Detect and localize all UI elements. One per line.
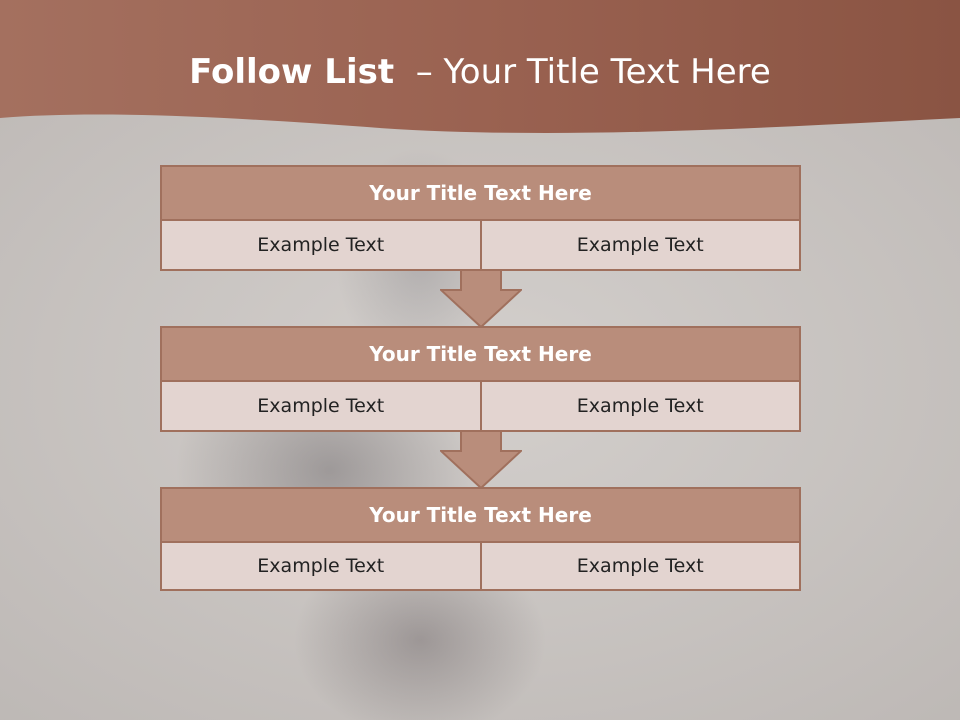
step-cell-left: Example Text (160, 543, 482, 591)
down-arrow-icon (440, 270, 522, 328)
step-row: Example Text Example Text (160, 221, 801, 271)
step-title: Your Title Text Here (160, 165, 801, 221)
step-cell-right: Example Text (481, 382, 801, 432)
step-title: Your Title Text Here (160, 326, 801, 382)
step-cell-right: Example Text (481, 543, 801, 591)
slide-title: Follow List – Your Title Text Here (0, 52, 960, 92)
step-block: Your Title Text Here Example Text Exampl… (160, 487, 801, 591)
step-title: Your Title Text Here (160, 487, 801, 543)
step-block: Your Title Text Here Example Text Exampl… (160, 165, 801, 271)
step-cell-left: Example Text (160, 382, 482, 432)
step-cell-left: Example Text (160, 221, 482, 271)
step-row: Example Text Example Text (160, 382, 801, 432)
down-arrow-icon (440, 431, 522, 489)
step-block: Your Title Text Here Example Text Exampl… (160, 326, 801, 432)
step-cell-right: Example Text (481, 221, 801, 271)
step-row: Example Text Example Text (160, 543, 801, 591)
title-rest: – Your Title Text Here (394, 52, 771, 92)
header-band (0, 0, 960, 134)
title-bold: Follow List (189, 52, 395, 92)
